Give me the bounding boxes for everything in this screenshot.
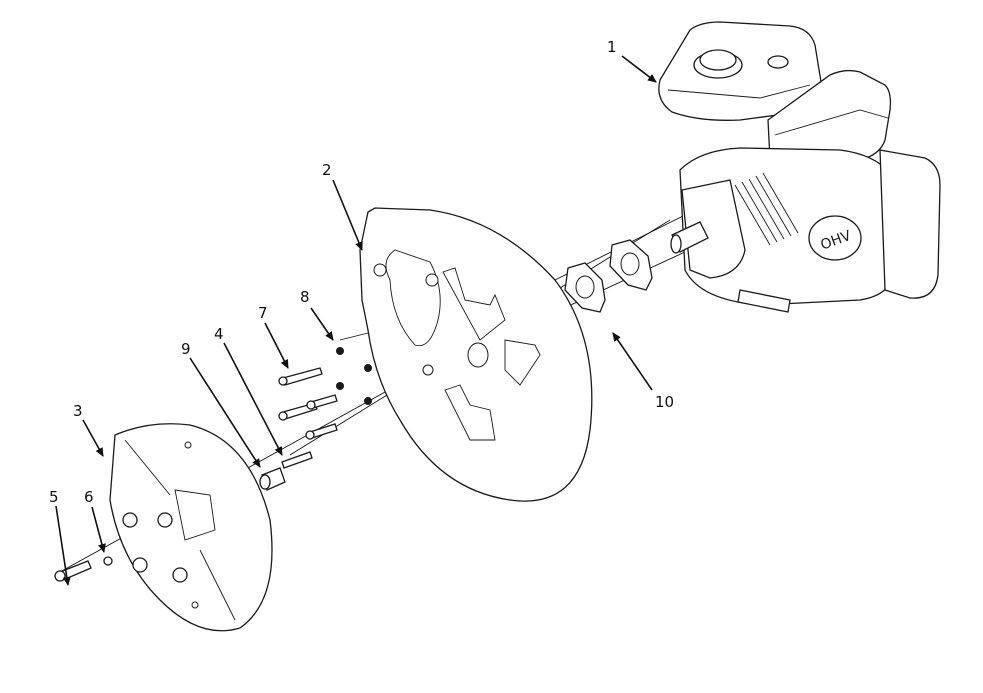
callout-3: 3 — [73, 402, 83, 420]
mounting-bolts-part — [278, 367, 338, 440]
callout-8: 8 — [300, 288, 310, 306]
callout-9: 9 — [181, 340, 191, 358]
impeller-bolt-part — [54, 560, 92, 582]
callout-7: 7 — [258, 304, 268, 322]
shaft-key-part — [281, 451, 313, 469]
spacer-part — [259, 467, 286, 491]
impeller-disc-part — [109, 423, 273, 632]
engine-part: OHV — [658, 21, 941, 313]
callout-5: 5 — [49, 488, 59, 506]
lock-nuts-part — [336, 347, 372, 405]
callout-4: 4 — [214, 325, 224, 343]
gaskets-part — [564, 239, 653, 313]
mounting-plate-part — [359, 207, 593, 502]
callout-6: 6 — [84, 488, 94, 506]
callout-leaders — [55, 55, 657, 586]
washer-part — [103, 556, 113, 566]
cylinder-fins — [734, 172, 799, 246]
callout-10: 10 — [655, 393, 675, 411]
callout-2: 2 — [322, 161, 332, 179]
callout-1: 1 — [607, 38, 617, 56]
